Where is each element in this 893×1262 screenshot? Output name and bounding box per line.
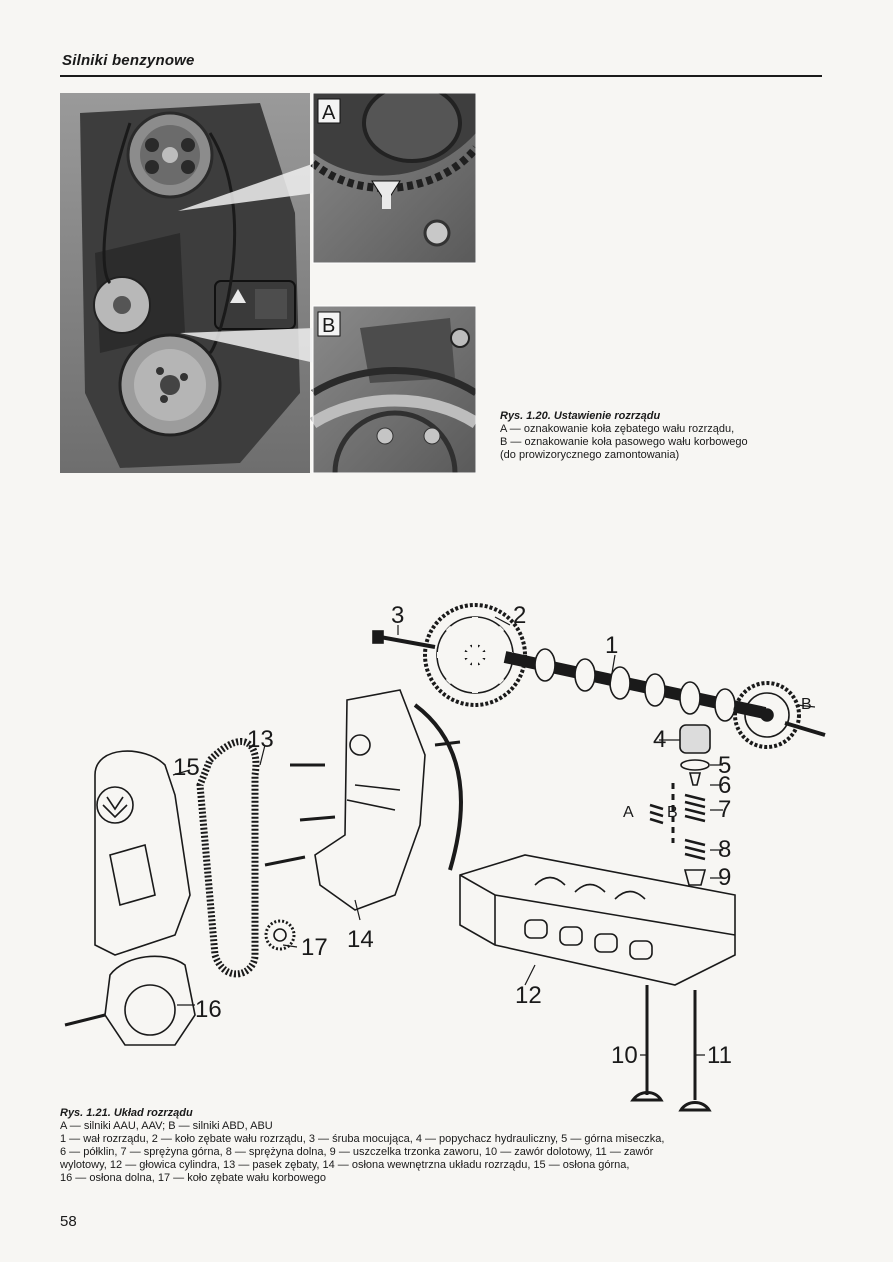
- running-header: Silniki benzynowe: [62, 52, 195, 69]
- cylinder-head-drawing: [459, 854, 736, 986]
- callout-13: 13: [247, 726, 274, 753]
- callout-6: 6: [718, 772, 731, 799]
- callout-4: 4: [653, 726, 666, 753]
- callout-a-spring: A: [623, 804, 634, 821]
- figure-1-21-caption-line: A — silniki AAU, AAV; B — silniki ABD, A…: [60, 1120, 273, 1132]
- callout-14: 14: [347, 926, 374, 953]
- camshaft-sprocket-photo: [126, 111, 214, 199]
- figure-1-20-caption-line: A — oznakowanie koła zębatego wału rozrz…: [500, 423, 735, 435]
- callout-17: 17: [301, 934, 328, 961]
- figure-1-21-caption-line: 16 — osłona dolna, 17 — koło zębate wału…: [60, 1172, 327, 1184]
- camshaft-drawing: [503, 648, 767, 722]
- header-rule: [60, 75, 822, 77]
- callout-b-spring: B: [667, 804, 678, 821]
- callout-7: 7: [718, 796, 731, 823]
- callout-10: 10: [611, 1042, 638, 1069]
- callout-11: 11: [707, 1042, 732, 1069]
- timing-system-exploded-drawing: 3 2 1 B 4 5 6 7 8 9 A B 13 15 17 14 12 1…: [55, 595, 845, 1120]
- figure-1-20-caption-line: (do prowizorycznego zamontowania): [500, 449, 680, 461]
- page-number: 58: [60, 1213, 77, 1230]
- crankshaft-pulley-photo: [118, 333, 222, 437]
- callout-16: 16: [195, 996, 222, 1023]
- callout-3: 3: [391, 602, 404, 629]
- figure-1-21-caption: Rys. 1.21. Układ rozrządu A — silniki AA…: [60, 1107, 830, 1185]
- figure-1-20-caption-title: Rys. 1.20. Ustawienie rozrządu: [500, 410, 661, 422]
- inset-b-crankshaft-mark: B: [309, 305, 480, 536]
- inset-a-label: A: [322, 102, 336, 124]
- inset-b-label: B: [322, 315, 335, 337]
- timing-belt-drawing: [196, 738, 260, 978]
- callout-12: 12: [515, 982, 542, 1009]
- callout-9: 9: [718, 864, 731, 891]
- callout-15: 15: [173, 754, 200, 781]
- figure-1-21-caption-line: 6 — półklin, 7 — sprężyna górna, 8 — spr…: [60, 1146, 654, 1158]
- callout-5: 5: [718, 752, 731, 779]
- timing-photo: A B: [60, 83, 480, 536]
- figure-1-20-caption-line: B — oznakowanie koła pasowego wału korbo…: [500, 436, 748, 448]
- figure-1-21-caption-title: Rys. 1.21. Układ rozrządu: [60, 1107, 193, 1119]
- camshaft-sprocket-drawing: [423, 603, 527, 707]
- figure-1-20-caption: Rys. 1.20. Ustawienie rozrządu A — oznak…: [500, 410, 830, 462]
- callout-b-sprocket: B: [801, 696, 812, 713]
- callout-2: 2: [513, 602, 526, 629]
- callout-1: 1: [605, 632, 618, 659]
- callout-8: 8: [718, 836, 731, 863]
- inset-a-camshaft-mark: A: [310, 83, 480, 264]
- figure-1-21-caption-line: wylotowy, 12 — głowica cylindra, 13 — pa…: [60, 1159, 630, 1171]
- figure-1-21-caption-line: 1 — wał rozrządu, 2 — koło zębate wału r…: [60, 1133, 665, 1145]
